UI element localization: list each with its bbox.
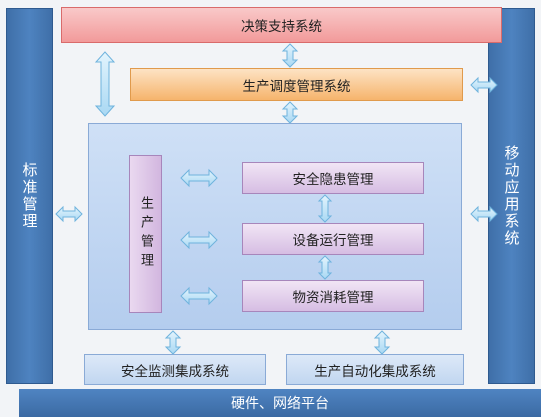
equipment-material-arrow [317, 255, 333, 280]
core-mobile-arrow [470, 205, 498, 223]
core-automation-arrow [373, 330, 391, 355]
safety-hazard-label: 安全隐患管理 [292, 172, 374, 188]
safety-monitoring-box: 安全监测集成系统 [84, 354, 266, 385]
production-dispatch-label: 生产调度管理系统 [242, 78, 351, 95]
production-management-label: 生产管理 [138, 196, 153, 272]
mobile-apps-column: 移动应用系统 [488, 8, 535, 384]
equipment-operation-box: 设备运行管理 [242, 223, 424, 255]
dispatch-core-arrow [281, 101, 299, 124]
dispatch-mobile-arrow [470, 76, 498, 94]
production-dispatch-box: 生产调度管理系统 [130, 68, 463, 101]
hardware-network-bar: 硬件、网络平台 [19, 389, 541, 417]
production-management-box: 生产管理 [129, 155, 162, 313]
standard-management-label: 标准管理 [20, 162, 39, 230]
hardware-network-label: 硬件、网络平台 [231, 396, 329, 412]
decision-support-label: 决策支持系统 [241, 19, 322, 35]
safety-hazard-box: 安全隐患管理 [242, 162, 424, 194]
safety-equipment-arrow [317, 194, 333, 223]
decision-dispatch-arrow [281, 43, 299, 68]
material-consumption-label: 物资消耗管理 [292, 290, 374, 306]
prod-material-arrow [180, 286, 218, 306]
decision-support-box: 决策支持系统 [61, 7, 502, 43]
prod-safety-arrow [180, 168, 218, 188]
equipment-operation-label: 设备运行管理 [292, 233, 374, 249]
core-monitoring-arrow [164, 330, 182, 355]
mobile-apps-label: 移动应用系统 [502, 145, 521, 247]
safety-monitoring-label: 安全监测集成系统 [121, 363, 229, 380]
production-automation-label: 生产自动化集成系统 [314, 363, 436, 380]
production-automation-box: 生产自动化集成系统 [286, 354, 464, 385]
left-tall-arrow [94, 51, 116, 117]
standard-core-arrow [55, 205, 83, 223]
prod-equipment-arrow [180, 230, 218, 250]
material-consumption-box: 物资消耗管理 [242, 280, 424, 312]
standard-management-column: 标准管理 [6, 8, 53, 384]
